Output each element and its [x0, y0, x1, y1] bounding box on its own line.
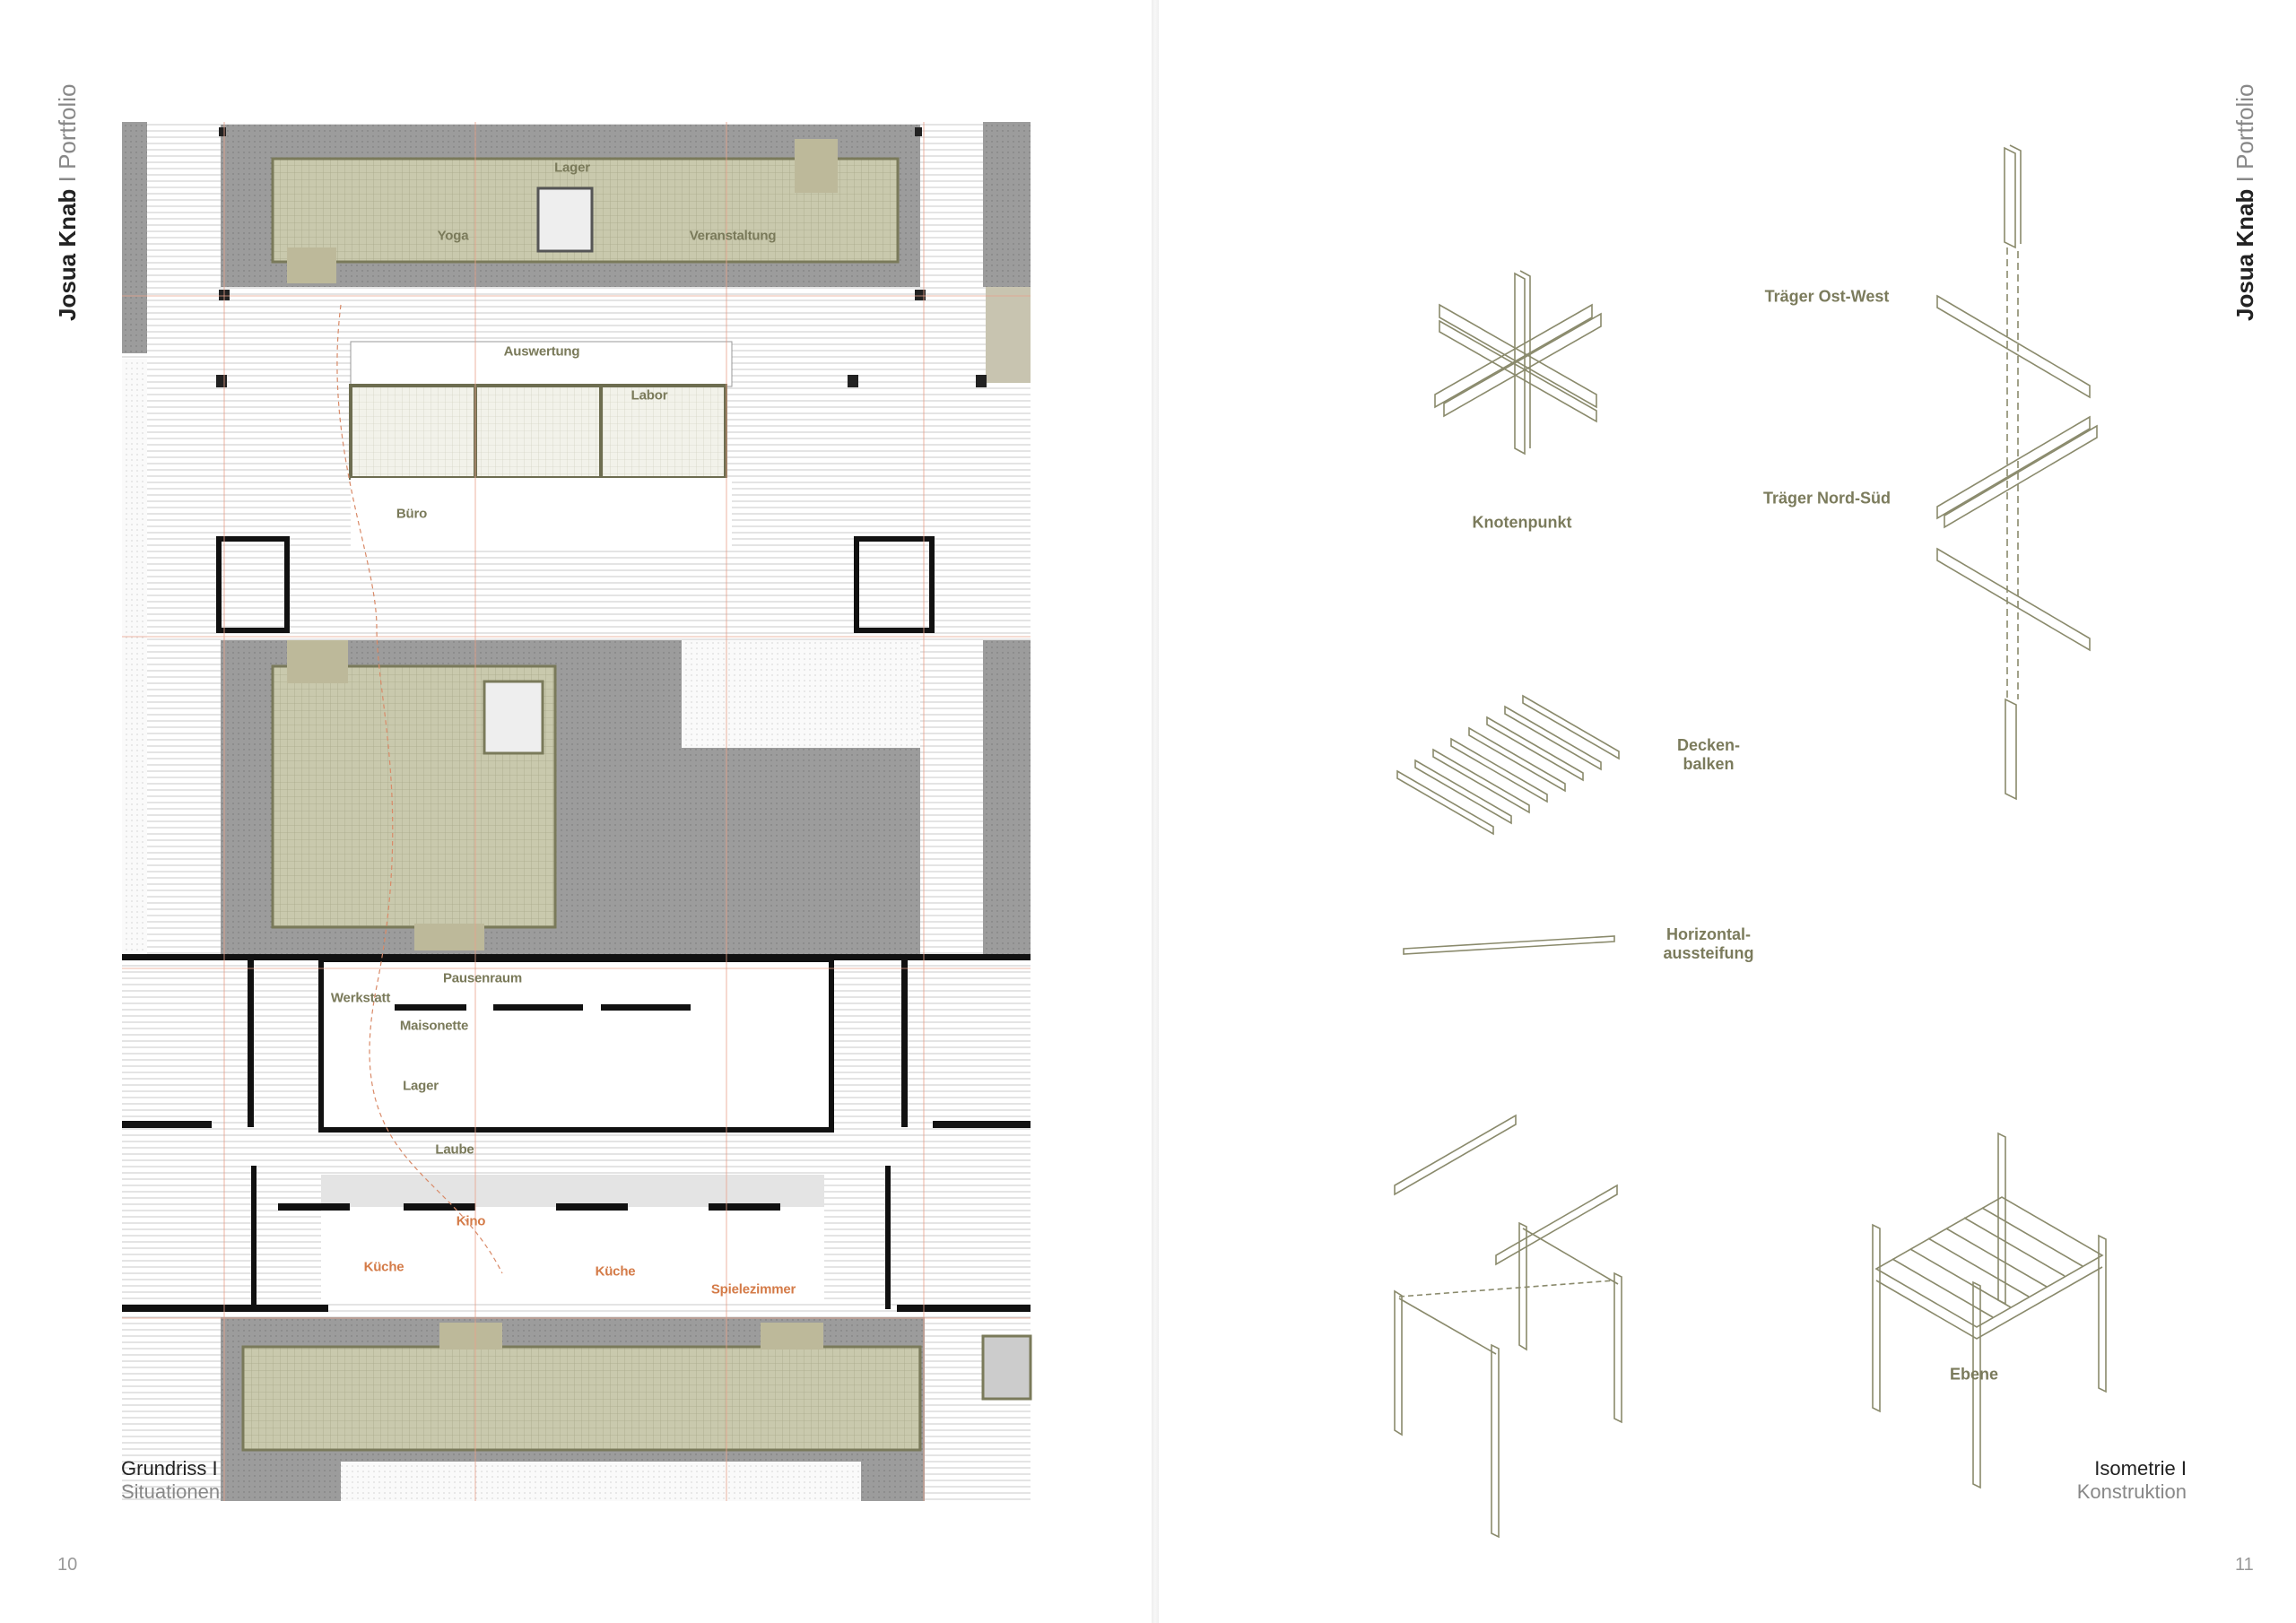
running-header-left: Josua Knab I Portfolio — [54, 84, 82, 321]
plan-label-laube: Laube — [435, 1141, 474, 1158]
iso-label-line: aussteifung — [1663, 944, 1754, 962]
horizontalaussteifung-drawing — [1403, 935, 1615, 955]
plan-label-kueche-2: Küche — [595, 1263, 636, 1280]
left-caption: Grundriss I Situationen — [121, 1457, 220, 1504]
header-section: Portfolio — [2231, 83, 2258, 169]
ebene-drawing — [1872, 1132, 2107, 1489]
header-separator: I — [2231, 176, 2258, 183]
plan-label-maisonette: Maisonette — [399, 1018, 469, 1034]
iso-label-knotenpunkt: Knotenpunkt — [1472, 513, 1572, 532]
plan-label-auswertung: Auswertung — [503, 343, 580, 360]
plan-label-kueche-1: Küche — [363, 1259, 404, 1275]
iso-label-horizontalaussteifung: Horizontal- aussteifung — [1663, 925, 1753, 963]
plan-label-spielezimmer: Spielezimmer — [710, 1281, 796, 1298]
header-separator: I — [54, 176, 81, 183]
plan-label-lager-mid: Lager — [403, 1078, 439, 1094]
plan-label-pausenraum: Pausenraum — [442, 970, 523, 986]
plan-label-labor: Labor — [631, 387, 668, 404]
iso-label-ebene: Ebene — [1949, 1365, 1999, 1384]
caption-title: Isometrie I — [2094, 1457, 2187, 1480]
iso-label-traeger-ost-west: Träger Ost-West — [1764, 287, 1890, 306]
plan-label-buero: Büro — [396, 506, 428, 522]
header-section: Portfolio — [54, 83, 81, 169]
iso-label-deckenbalken: Decken- balken — [1677, 736, 1740, 774]
plan-label-veranstaltung: Veranstaltung — [689, 228, 777, 244]
page-gutter — [1152, 0, 1159, 1623]
plan-label-lager: Lager — [554, 160, 590, 176]
author-name: Josua Knab — [54, 188, 81, 321]
traeger-drawing — [1936, 144, 2098, 801]
iso-label-line: balken — [1683, 755, 1735, 773]
caption-title: Grundriss I — [121, 1457, 218, 1480]
iso-label-traeger-nord-sued: Träger Nord-Süd — [1762, 489, 1892, 508]
author-name: Josua Knab — [2231, 188, 2258, 321]
iso-label-line: Horizontal- — [1665, 925, 1751, 943]
caption-subtitle: Konstruktion — [2076, 1480, 2187, 1503]
plan-label-werkstatt: Werkstatt — [330, 990, 391, 1006]
plan-label-yoga: Yoga — [437, 228, 469, 244]
page-number-right: 11 — [2235, 1555, 2254, 1575]
knotenpunkt-drawing — [1434, 270, 1602, 456]
right-caption: Isometrie I Konstruktion — [2077, 1457, 2187, 1504]
floor-plan — [122, 122, 1032, 1501]
iso-label-line: Decken- — [1676, 736, 1741, 754]
rahmen-drawing — [1394, 1114, 1622, 1539]
isometric-drawings — [1394, 144, 2107, 1539]
plan-label-kino: Kino — [456, 1213, 486, 1229]
page-number-left: 10 — [57, 1555, 78, 1575]
caption-subtitle: Situationen — [121, 1480, 221, 1503]
running-header-right: Josua Knab I Portfolio — [2231, 84, 2259, 321]
deckenbalken-drawing — [1396, 694, 1620, 836]
